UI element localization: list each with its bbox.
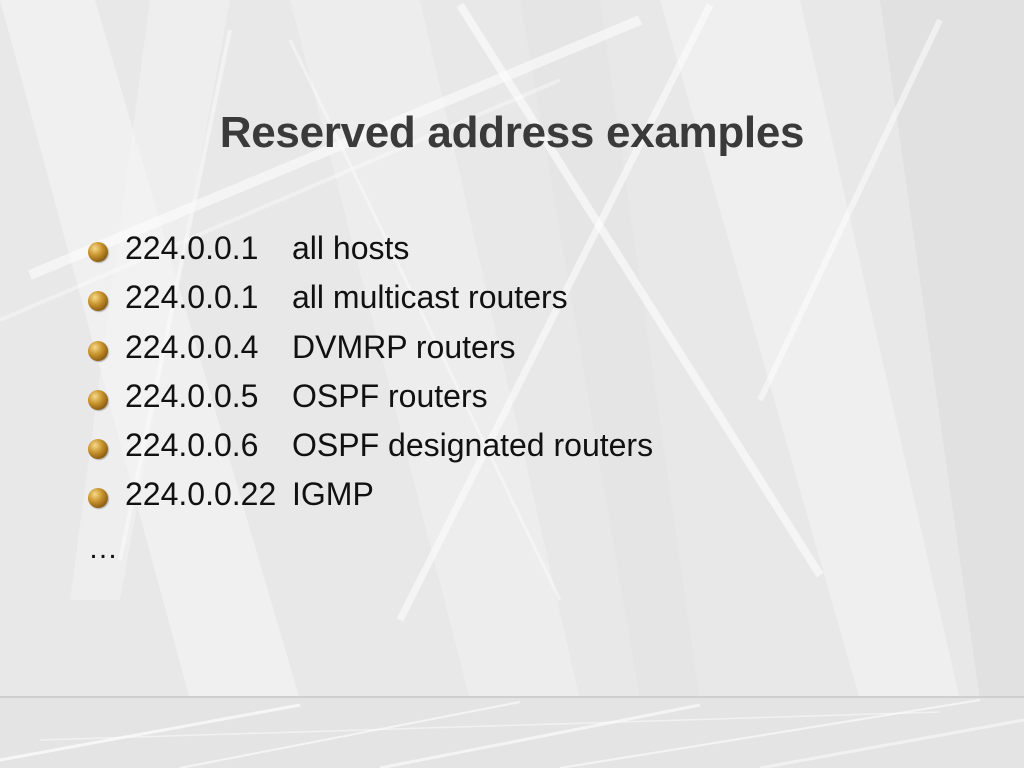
continuation-ellipsis: …	[88, 532, 118, 565]
address-description: all multicast routers	[292, 279, 568, 316]
slide-title: Reserved address examples	[219, 108, 805, 157]
bullet-icon	[88, 439, 108, 460]
address-value: 224.0.0.5	[125, 377, 259, 414]
address-value: 224.0.0.22	[125, 476, 277, 513]
bullet-icon	[88, 488, 108, 509]
bullet-icon	[88, 389, 108, 410]
address-description: OSPF designated routers	[292, 427, 654, 464]
address-value: 224.0.0.6	[125, 427, 259, 464]
bullet-icon	[88, 291, 108, 312]
address-description: OSPF routers	[292, 377, 488, 414]
address-description: IGMP	[292, 476, 374, 513]
address-description: all hosts	[292, 230, 410, 266]
bullet-icon	[88, 340, 108, 361]
address-description: DVMRP routers	[292, 328, 516, 365]
bullet-icon	[88, 242, 108, 262]
address-value: 224.0.0.4	[125, 328, 259, 365]
address-value: 224.0.0.1	[125, 230, 259, 266]
address-value: 224.0.0.1	[125, 279, 259, 316]
